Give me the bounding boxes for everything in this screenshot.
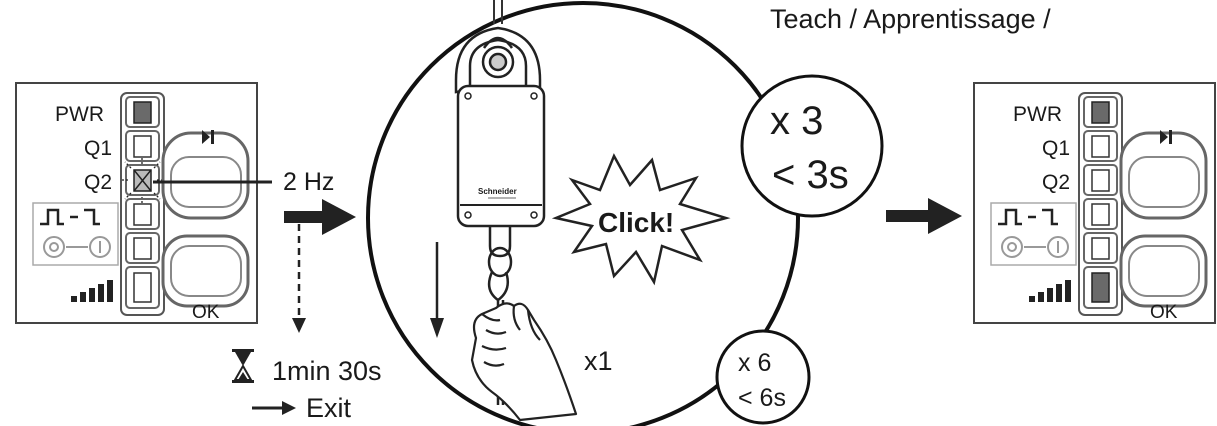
button-play-icon bbox=[1160, 130, 1172, 144]
left-device-panel: PWR Q1 Q2 bbox=[15, 82, 258, 324]
left-signal-bars-icon bbox=[71, 280, 113, 302]
right-pulse-wave-icon bbox=[998, 208, 1058, 226]
left-pwr-label: PWR bbox=[55, 103, 104, 126]
switch-device: Schneider bbox=[456, 84, 546, 228]
device-cord bbox=[493, 0, 503, 24]
left-q1-label: Q1 bbox=[84, 137, 112, 160]
device-hanger bbox=[454, 26, 542, 94]
left-power-icon bbox=[43, 236, 111, 258]
right-q1-label: Q1 bbox=[1042, 137, 1070, 160]
left-ok-label: OK bbox=[192, 302, 220, 323]
header-title: Teach / Apprentissage / bbox=[770, 4, 1051, 34]
timeout-time: 1min 30s bbox=[272, 356, 382, 386]
right-ok-button[interactable] bbox=[1119, 234, 1208, 308]
left-led-column bbox=[120, 92, 165, 316]
left-pulse-wave-icon bbox=[40, 208, 100, 226]
badge-six-line1: x 6 bbox=[738, 349, 771, 377]
hourglass-icon bbox=[232, 349, 254, 383]
click-text: Click! bbox=[598, 207, 674, 238]
arrow-right-result-icon bbox=[886, 198, 962, 234]
right-ok-label: OK bbox=[1150, 302, 1178, 323]
badge-three-clicks: x 3 < 3s bbox=[740, 74, 884, 218]
right-device-panel: PWR Q1 Q2 bbox=[973, 82, 1216, 324]
hand-illustration bbox=[470, 302, 578, 422]
right-pwr-label: PWR bbox=[1013, 103, 1062, 126]
left-play-button[interactable] bbox=[161, 130, 250, 220]
right-play-button[interactable] bbox=[1119, 130, 1208, 220]
badge-three-line1: x 3 bbox=[770, 99, 823, 143]
exit-arrow-icon bbox=[252, 401, 296, 415]
button-play-icon bbox=[202, 130, 214, 144]
left-q1-led bbox=[133, 135, 152, 158]
right-q2-label: Q2 bbox=[1042, 171, 1070, 194]
q2-frequency-label: 2 Hz bbox=[283, 168, 334, 196]
right-pwr-led bbox=[1091, 101, 1110, 124]
right-led-column bbox=[1078, 92, 1123, 316]
badge-three-line2: < 3s bbox=[772, 153, 849, 197]
timeout-dashed-arrow bbox=[292, 224, 306, 333]
badge-six-line2: < 6s bbox=[738, 384, 786, 412]
left-pwr-led bbox=[133, 101, 152, 124]
pull-count: x1 bbox=[584, 346, 613, 376]
left-ok-button[interactable] bbox=[161, 234, 250, 308]
right-signal-bars-icon bbox=[1029, 280, 1071, 302]
device-brand: Schneider bbox=[478, 187, 517, 196]
arrow-right-icon bbox=[284, 199, 356, 235]
click-burst: Click! bbox=[551, 153, 731, 286]
badge-six-clicks: x 6 < 6s bbox=[715, 329, 811, 425]
arrow-down-icon bbox=[430, 242, 444, 338]
right-signal-led bbox=[1091, 272, 1110, 303]
right-power-icon bbox=[1001, 236, 1069, 258]
exit-label: Exit bbox=[306, 393, 352, 423]
left-q2-label: Q2 bbox=[84, 171, 112, 194]
